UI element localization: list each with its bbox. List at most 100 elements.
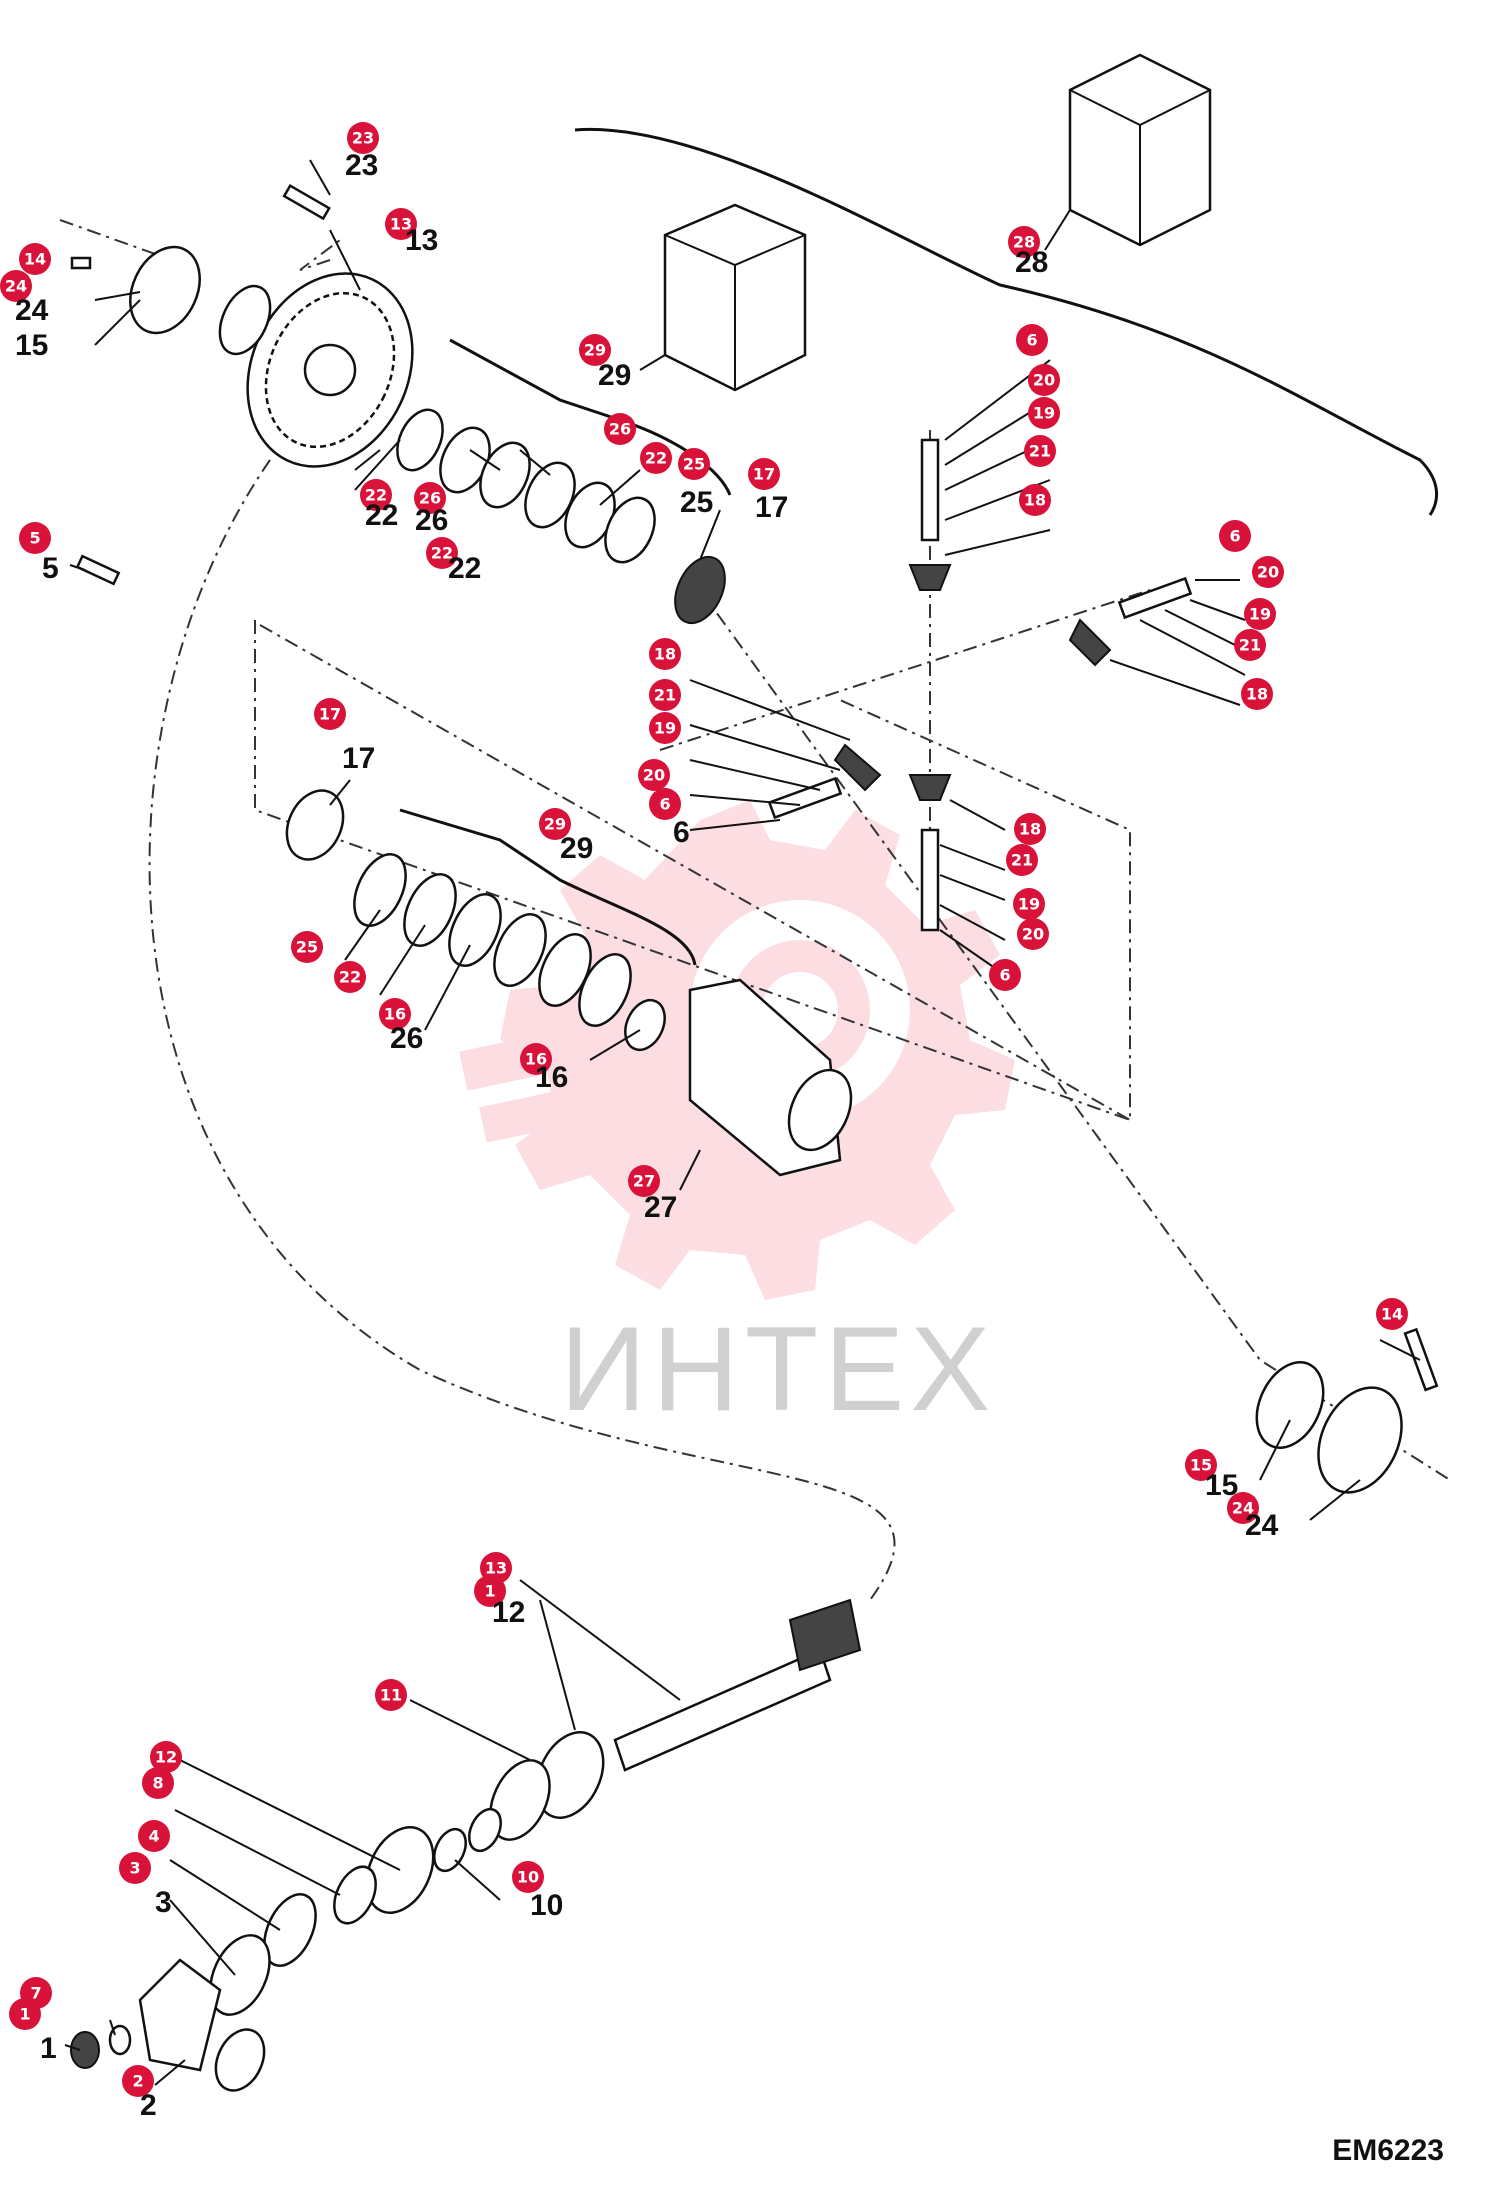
part-number: 12: [492, 1596, 525, 1629]
callout-bubble[interactable]: 18: [1014, 813, 1046, 845]
top-left-bearing-parts: [70, 183, 726, 625]
callout-bubble[interactable]: 8: [142, 1767, 174, 1799]
svg-text:23: 23: [352, 129, 374, 148]
callout-bubble[interactable]: 15: [1185, 1449, 1217, 1481]
svg-text:6: 6: [1229, 527, 1240, 546]
callout-bubble[interactable]: 20: [1028, 364, 1060, 396]
part-number: 10: [530, 1889, 563, 1922]
callout-bubble[interactable]: 1: [9, 1998, 41, 2030]
callout-bubble[interactable]: 20: [1017, 918, 1049, 950]
callout-bubble[interactable]: 6: [1016, 324, 1048, 356]
callout-bubble[interactable]: 26: [604, 413, 636, 445]
svg-text:29: 29: [584, 341, 606, 360]
callout-bubble[interactable]: 21: [649, 679, 681, 711]
callout-bubble[interactable]: 6: [1219, 520, 1251, 552]
callout-bubble[interactable]: 22: [360, 479, 392, 511]
callout-bubble[interactable]: 20: [1252, 556, 1284, 588]
callout-bubble[interactable]: 22: [334, 961, 366, 993]
callout-bubble[interactable]: 10: [512, 1861, 544, 1893]
svg-text:29: 29: [544, 815, 566, 834]
part-number: 13: [405, 224, 438, 257]
callout-bubble[interactable]: 2: [122, 2065, 154, 2097]
part-number: 26: [390, 1022, 423, 1055]
callout-bubble[interactable]: 19: [1244, 598, 1276, 630]
svg-text:6: 6: [1026, 331, 1037, 350]
callout-bubble[interactable]: 19: [1013, 888, 1045, 920]
svg-text:25: 25: [683, 455, 705, 474]
callout-bubble[interactable]: 24: [0, 270, 32, 302]
callout-bubble[interactable]: 25: [291, 931, 323, 963]
part-number: 24: [1245, 1509, 1279, 1542]
svg-text:20: 20: [643, 766, 665, 785]
callout-bubble[interactable]: 29: [579, 334, 611, 366]
svg-text:21: 21: [654, 686, 676, 705]
callout-bubble[interactable]: 28: [1008, 226, 1040, 258]
svg-text:18: 18: [654, 645, 676, 664]
part-number-labels: 23 13 24 15 29 28 22 26 22 25 17 5 6 17 …: [15, 149, 1279, 2122]
svg-text:19: 19: [1018, 895, 1040, 914]
drawing-code: EM6223: [1332, 2134, 1444, 2167]
svg-text:1: 1: [19, 2005, 30, 2024]
svg-text:22: 22: [431, 544, 453, 563]
callout-bubble[interactable]: 12: [150, 1741, 182, 1773]
callout-bubble[interactable]: 17: [314, 698, 346, 730]
svg-text:26: 26: [609, 420, 631, 439]
callout-bubble[interactable]: 18: [1019, 484, 1051, 516]
svg-text:11: 11: [380, 1686, 402, 1705]
callout-bubble[interactable]: 16: [379, 998, 411, 1030]
callout-bubble[interactable]: 23: [347, 122, 379, 154]
callout-bubble[interactable]: 22: [640, 442, 672, 474]
leader-lines: [64, 159, 1421, 2086]
callout-bubble[interactable]: 21: [1024, 435, 1056, 467]
callout-bubble[interactable]: 19: [649, 712, 681, 744]
svg-text:21: 21: [1011, 851, 1033, 870]
callout-bubble[interactable]: 26: [414, 482, 446, 514]
spider-gear-sets: [767, 438, 1193, 932]
callout-layer: 23 13 14 24 29 28 6 20 19 21 18 26 22 25…: [0, 122, 1408, 2097]
callout-bubble[interactable]: 14: [1376, 1298, 1408, 1330]
part-number: 15: [1205, 1469, 1238, 1502]
callout-bubble[interactable]: 5: [19, 522, 51, 554]
part-number: 29: [560, 832, 593, 865]
svg-text:16: 16: [384, 1005, 406, 1024]
callout-bubble[interactable]: 14: [19, 243, 51, 275]
callout-bubble[interactable]: 18: [649, 638, 681, 670]
svg-text:14: 14: [24, 250, 46, 269]
watermark-text: ИНТЕХ: [560, 1302, 997, 1436]
callout-bubble[interactable]: 4: [138, 1820, 170, 1852]
svg-text:24: 24: [5, 277, 27, 296]
callout-bubble[interactable]: 19: [1028, 397, 1060, 429]
part-number: 22: [365, 499, 398, 532]
part-number: 29: [598, 359, 631, 392]
callout-bubble[interactable]: 24: [1227, 1492, 1259, 1524]
kit-box-28: [1068, 53, 1212, 247]
svg-text:15: 15: [1190, 1456, 1212, 1475]
right-side-bearing: [1255, 1327, 1439, 1494]
callout-bubble[interactable]: 3: [119, 1852, 151, 1884]
svg-text:13: 13: [485, 1559, 507, 1578]
callout-bubble[interactable]: 25: [678, 448, 710, 480]
callout-bubble[interactable]: 6: [649, 788, 681, 820]
callout-bubble[interactable]: 13: [385, 208, 417, 240]
svg-text:20: 20: [1257, 563, 1279, 582]
callout-bubble[interactable]: 1: [474, 1575, 506, 1607]
callout-bubble[interactable]: 21: [1006, 844, 1038, 876]
callout-bubble[interactable]: 6: [989, 959, 1021, 991]
svg-text:27: 27: [633, 1172, 655, 1191]
callout-bubble[interactable]: 16: [520, 1043, 552, 1075]
svg-text:21: 21: [1029, 442, 1051, 461]
callout-bubble[interactable]: 18: [1241, 678, 1273, 710]
callout-bubble[interactable]: 29: [539, 808, 571, 840]
svg-text:20: 20: [1022, 925, 1044, 944]
part-number: 27: [644, 1191, 677, 1224]
callout-bubble[interactable]: 27: [628, 1165, 660, 1197]
callout-bubble[interactable]: 22: [426, 537, 458, 569]
callout-bubble[interactable]: 21: [1234, 629, 1266, 661]
callout-bubble[interactable]: 17: [748, 458, 780, 490]
differential-case: [285, 789, 853, 1177]
callout-bubble[interactable]: 11: [375, 1679, 407, 1711]
svg-text:25: 25: [296, 938, 318, 957]
callout-bubble[interactable]: 20: [638, 759, 670, 791]
